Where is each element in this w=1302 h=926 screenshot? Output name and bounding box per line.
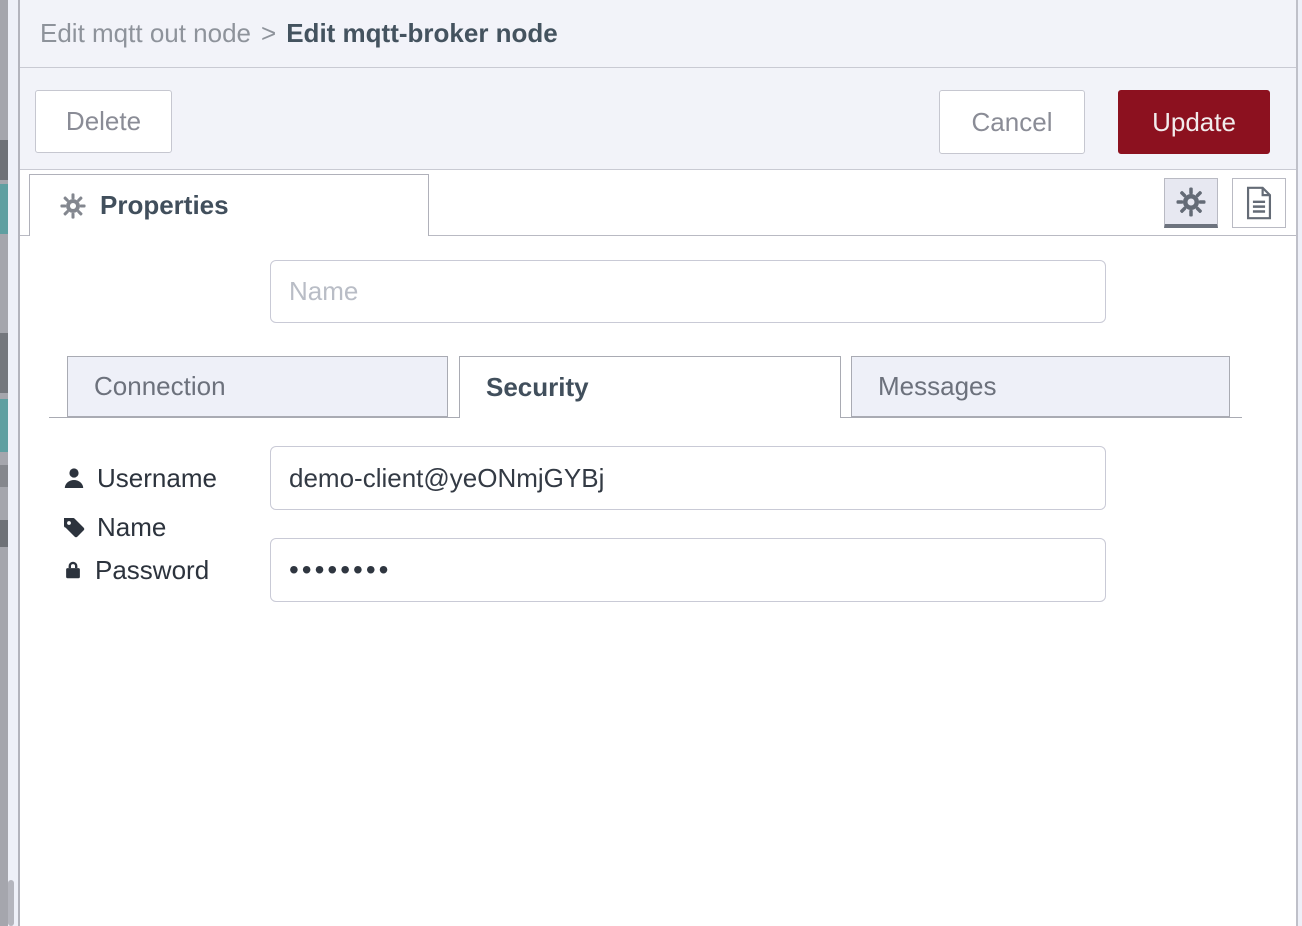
- dialog-actions: Cancel Update: [939, 90, 1270, 154]
- password-input[interactable]: [270, 538, 1106, 602]
- breadcrumb-separator: >: [261, 18, 277, 48]
- name-label: Name: [62, 496, 166, 559]
- palette-fragment: [0, 333, 8, 393]
- palette-fragment: [0, 465, 8, 487]
- tag-icon: [64, 517, 85, 537]
- tab-messages[interactable]: Messages: [851, 356, 1230, 417]
- cancel-button[interactable]: Cancel: [939, 90, 1085, 154]
- palette-sliver: [0, 0, 8, 926]
- tab-security[interactable]: Security: [459, 356, 841, 418]
- tab-connection[interactable]: Connection: [67, 356, 448, 417]
- palette-fragment: [0, 399, 8, 452]
- node-settings-button[interactable]: [1164, 178, 1218, 228]
- breadcrumb: Edit mqtt out node > Edit mqtt-broker no…: [20, 0, 1296, 68]
- tab-properties[interactable]: Properties: [29, 174, 429, 236]
- name-label-text: Name: [97, 512, 167, 542]
- scrollbar-track: [8, 0, 18, 926]
- edit-node-dialog: Edit mqtt out node > Edit mqtt-broker no…: [18, 0, 1298, 926]
- password-label: Password: [62, 538, 209, 602]
- editor-tab-bar: Properties: [20, 170, 1296, 236]
- node-docs-button[interactable]: [1232, 178, 1286, 228]
- dialog-body: Name Connection Security Messages Userna…: [20, 236, 1296, 926]
- breadcrumb-parent[interactable]: Edit mqtt out node: [40, 18, 252, 48]
- properties-tab-label: Properties: [100, 190, 229, 220]
- gear-icon: [1176, 187, 1206, 216]
- username-label-text: Username: [97, 462, 217, 493]
- update-button[interactable]: Update: [1118, 90, 1270, 154]
- workspace-backdrop: [0, 0, 18, 926]
- breadcrumb-current: Edit mqtt-broker node: [286, 18, 558, 48]
- username-label: Username: [62, 446, 217, 510]
- lock-icon: [66, 561, 80, 579]
- username-input[interactable]: [270, 446, 1106, 510]
- delete-button[interactable]: Delete: [35, 90, 172, 153]
- password-label-text: Password: [95, 554, 210, 585]
- cog-icon: [60, 192, 86, 219]
- dialog-button-bar: Delete Cancel Update: [20, 68, 1296, 170]
- broker-subtabs: Connection Security Messages: [49, 356, 1242, 418]
- palette-fragment: [0, 184, 8, 234]
- document-icon: [1246, 186, 1272, 220]
- user-icon: [64, 468, 84, 488]
- scrollbar-thumb[interactable]: [8, 880, 14, 926]
- palette-fragment: [0, 520, 8, 547]
- palette-fragment: [0, 140, 8, 180]
- name-input[interactable]: [270, 260, 1106, 323]
